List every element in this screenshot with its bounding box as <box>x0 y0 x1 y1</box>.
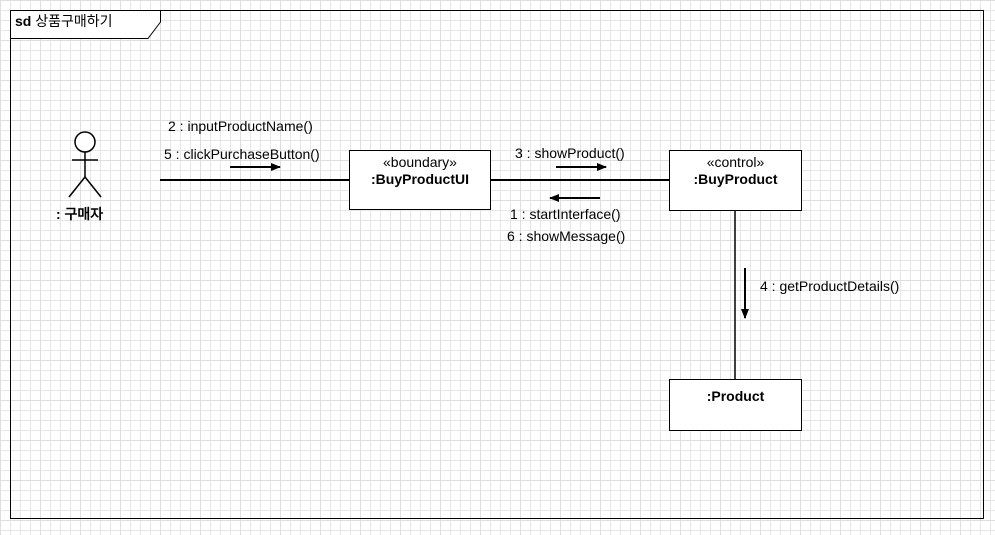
stereotype-boundary: «boundary» <box>383 154 457 170</box>
object-buyproduct[interactable]: «control» :BuyProduct <box>669 150 802 211</box>
actor-icon <box>68 131 102 198</box>
stereotype-control: «control» <box>706 154 765 170</box>
message-label-show-product: 3 : showProduct() <box>515 145 625 161</box>
actor-label: : 구매자 <box>56 206 104 222</box>
object-name-product: :Product <box>706 388 765 404</box>
frame-tab <box>10 10 161 39</box>
object-buyproductui[interactable]: «boundary» :BuyProductUI <box>349 150 491 210</box>
message-label-show-message: 6 : showMessage() <box>507 228 626 244</box>
frame-title: sd 상품구매하기 <box>15 12 113 30</box>
object-name-buyproductui: :BuyProductUI <box>371 171 469 187</box>
object-name-buyproduct: :BuyProduct <box>693 171 778 187</box>
sequence-frame <box>10 10 984 519</box>
frame-name: 상품구매하기 <box>35 13 113 29</box>
message-label-click-purchase-button: 5 : clickPurchaseButton() <box>164 146 320 162</box>
object-product[interactable]: :Product <box>669 379 802 431</box>
frame-keyword: sd <box>15 13 32 29</box>
message-label-input-product-name: 2 : inputProductName() <box>168 118 313 134</box>
message-label-start-interface: 1 : startInterface() <box>510 206 621 222</box>
message-label-get-product-details: 4 : getProductDetails() <box>760 278 900 294</box>
